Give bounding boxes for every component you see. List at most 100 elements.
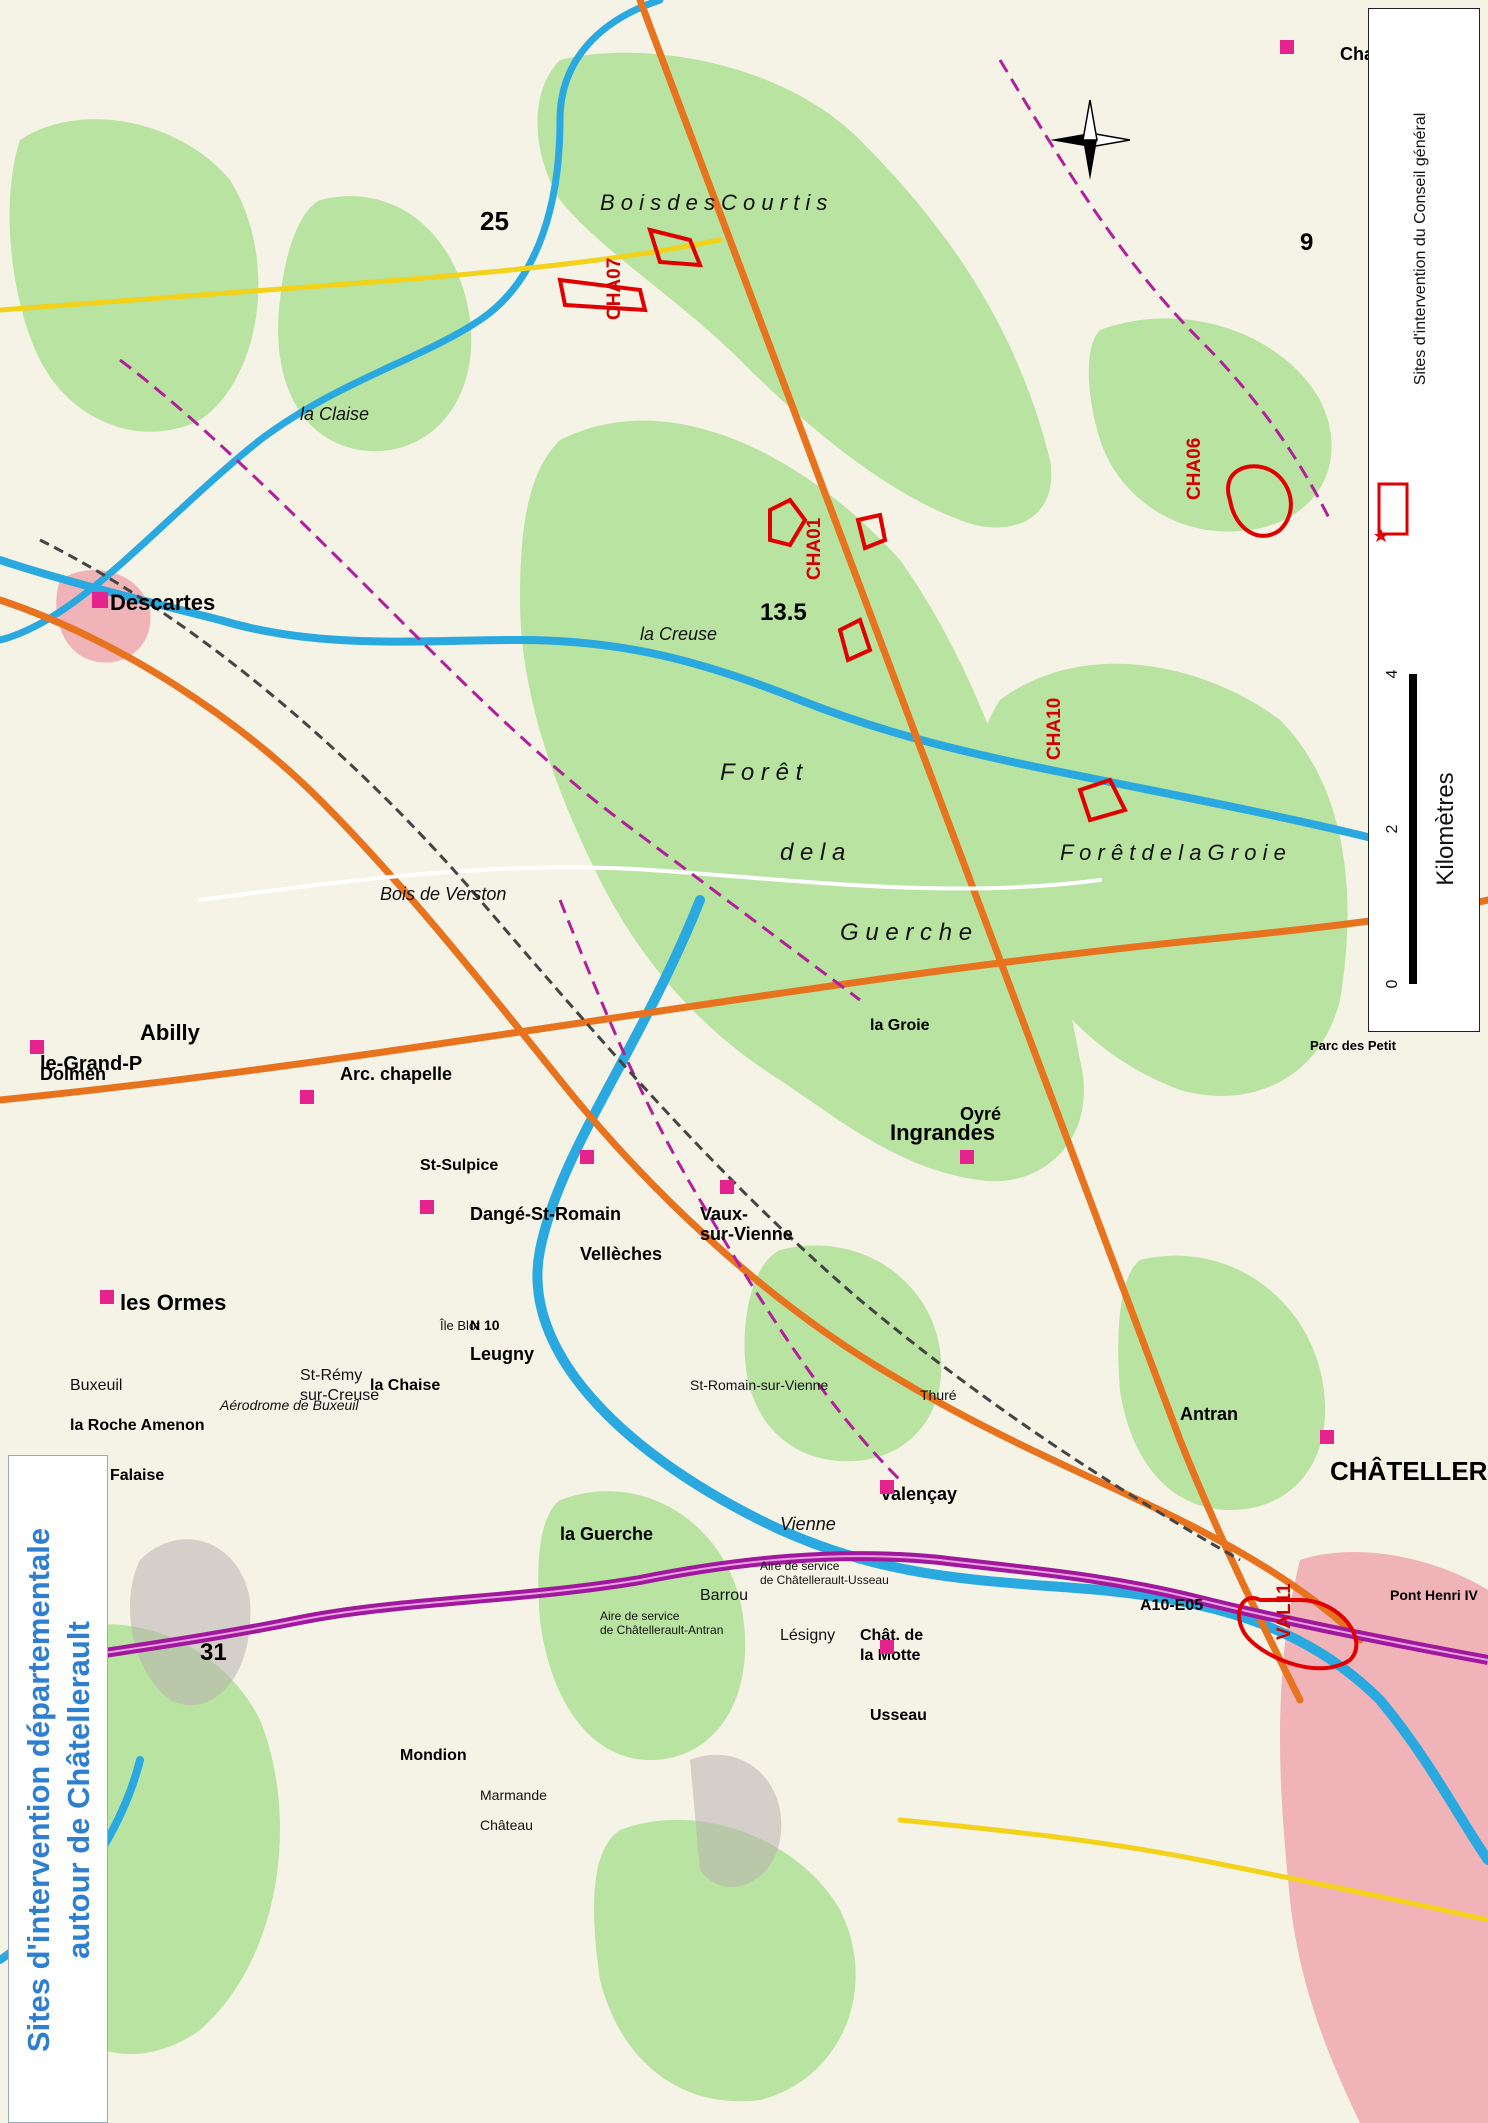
place-labels: Descartes le-Grand-P Abilly les Ormes Bu… xyxy=(40,44,1488,1833)
site-outlines xyxy=(557,227,1359,1671)
site-cha07-outline-a xyxy=(647,227,704,268)
label-antran: Antran xyxy=(1180,1404,1238,1424)
label-dolmen: Dolmen xyxy=(40,1064,106,1084)
label-aire-4: de Châtellerault-Usseau xyxy=(760,1573,889,1587)
trails xyxy=(119,59,1332,1482)
label-descartes: Descartes xyxy=(110,590,215,615)
label-vaux: Vaux- xyxy=(700,1204,748,1224)
label-leugny: Leugny xyxy=(470,1344,534,1364)
road-label-a10: A10-E05 xyxy=(1140,1597,1203,1614)
picto-monument xyxy=(92,592,108,608)
map-title-box: Sites d'intervention départementale auto… xyxy=(8,1455,108,2123)
label-aire-2: de Châtellerault-Antran xyxy=(600,1623,723,1637)
scale-unit-label: Kilomètres xyxy=(1432,772,1459,885)
forest-nw xyxy=(9,119,259,432)
forest-mid xyxy=(744,1245,942,1462)
scale-bar: 0 2 4 Kilomètres xyxy=(1384,669,1459,988)
road-label-n10: N 10 xyxy=(470,1317,500,1333)
label-marmande: Marmande xyxy=(480,1787,547,1803)
railway xyxy=(39,538,1241,1562)
scale-bar-segment xyxy=(1409,894,1417,984)
road-label-31: 31 xyxy=(200,1639,227,1666)
label-ingrandes: Ingrandes xyxy=(890,1120,995,1145)
label-aire-3: Aire de service xyxy=(760,1559,840,1573)
site-cha07-outline-b xyxy=(557,277,648,313)
forest-courtis xyxy=(537,52,1052,528)
river-creuse xyxy=(0,556,1384,844)
label-chat-motte-2: la Motte xyxy=(860,1647,921,1664)
picto-monument xyxy=(960,1150,974,1164)
legend-site-label: Sites d'intervention du Conseil général xyxy=(1412,113,1429,386)
map-title: Sites d'intervention départementale auto… xyxy=(19,1470,99,2110)
relief-1 xyxy=(130,1539,251,1706)
label-chateau: Château xyxy=(480,1817,533,1833)
label-la-chaise: la Chaise xyxy=(370,1377,440,1394)
site-labels: CHA06 CHA01 CHA07 CHA10 VAL11 xyxy=(604,258,1295,1640)
forest-guerche xyxy=(520,420,1084,1182)
label-vaux-2: sur-Vienne xyxy=(700,1224,793,1244)
label-vienne: Vienne xyxy=(780,1514,836,1534)
road-d750 xyxy=(0,896,1488,1104)
map-title-line-2: autour de Châtellerault xyxy=(61,1621,96,1959)
trail-gr655 xyxy=(558,899,902,1482)
label-ile-blot: Île Blot xyxy=(439,1318,480,1333)
road-label-9: 9 xyxy=(1300,229,1313,256)
scale-bar-segment xyxy=(1409,824,1417,894)
label-creuse: la Creuse xyxy=(640,624,717,644)
picto-monument xyxy=(720,1180,734,1194)
label-claise: la Claise xyxy=(300,404,369,424)
picto-monument xyxy=(880,1640,894,1654)
label-thure: Thuré xyxy=(920,1387,957,1403)
label-la-groie: la Groie xyxy=(870,1017,930,1034)
picto-monument xyxy=(420,1200,434,1214)
road-white-1 xyxy=(198,865,1102,902)
compass-north-arrow xyxy=(1050,133,1090,147)
site-label-cha10: CHA10 xyxy=(1044,698,1065,760)
road-label-25: 25 xyxy=(480,206,509,236)
legend-graphics: 0 2 4 Kilomètres Sites d'intervention du… xyxy=(1374,113,1459,988)
scale-tick-0: 0 xyxy=(1384,979,1401,988)
label-aerodrome: Aérodrome de Buxeuil xyxy=(219,1397,359,1413)
label-valencay: Valençay xyxy=(880,1484,957,1504)
compass-rose xyxy=(1050,99,1131,180)
autoroute-a10-centre xyxy=(59,1555,1488,1661)
label-foret-1: F o r ê t xyxy=(720,759,804,786)
map-title-line-1: Sites d'intervention départementale xyxy=(21,1527,56,2053)
scale-bar-segment xyxy=(1409,674,1417,824)
label-abilly: Abilly xyxy=(140,1020,201,1045)
site-val11-outline xyxy=(1237,1596,1359,1671)
label-la-guerche: la Guerche xyxy=(560,1524,653,1544)
site-label-cha06: CHA06 xyxy=(1184,438,1205,500)
trail-grp xyxy=(998,59,1332,521)
legend-site-swatch xyxy=(1377,482,1409,536)
label-st-remy: St-Rémy xyxy=(300,1367,362,1384)
picto-monument xyxy=(580,1150,594,1164)
forest-centre xyxy=(278,196,472,452)
roads xyxy=(0,0,1488,1923)
picto-monument xyxy=(300,1090,314,1104)
label-oyre: Oyré xyxy=(960,1104,1001,1124)
label-chat-motte: Chât. de xyxy=(860,1627,923,1644)
label-les-ormes: les Ormes xyxy=(120,1290,226,1315)
site-cha10-outline xyxy=(1077,777,1128,823)
site-label-cha07: CHA07 xyxy=(604,258,625,320)
label-bois-courtis: B o i s d e s C o u r t i s xyxy=(600,190,827,215)
label-aire-1: Aire de service xyxy=(600,1609,680,1623)
site-cha01-outline-a xyxy=(768,497,808,548)
compass-west-arrow xyxy=(1083,140,1097,180)
label-pont-henri: Pont Henri IV xyxy=(1390,1587,1479,1603)
picto-monument xyxy=(30,1040,44,1054)
label-dange: Dangé-St-Romain xyxy=(470,1204,621,1224)
road-yellow-1 xyxy=(0,237,723,313)
forest-ne xyxy=(1088,318,1332,532)
urban-chatellerault xyxy=(1280,1551,1488,2123)
road-number-labels: 31 25 13.5 9 A10-E05 N 10 xyxy=(200,206,1313,1666)
map-legend: 0 2 4 Kilomètres Sites d'intervention du… xyxy=(1368,8,1480,1032)
label-foret-3: G u e r c h e xyxy=(840,919,972,946)
forest-se xyxy=(1118,1255,1326,1510)
legend-star-icon xyxy=(1374,529,1388,542)
river-claise xyxy=(0,0,664,644)
forest-s xyxy=(594,1819,856,2102)
trail-gr48 xyxy=(119,358,861,1002)
